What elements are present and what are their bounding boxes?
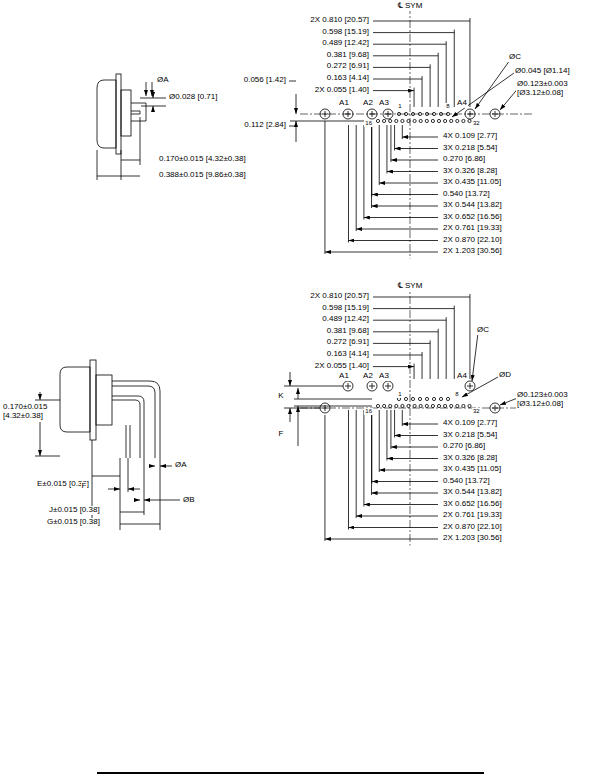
dimension-label: 3X 0.435 [11.05] [442, 178, 502, 187]
dimension-label: 0.540 [13.72] [442, 477, 491, 486]
dimension-label: 0.598 [15.19] [321, 304, 370, 313]
dimension-label: F [278, 430, 285, 439]
dimension-label: ØC [508, 53, 522, 62]
dimension-label: ØA [156, 76, 170, 85]
dimension-label: 0.540 [13.72] [442, 190, 491, 199]
dimension-label: 0.163 [4.14] [326, 350, 370, 359]
dimension-label: 3X 0.652 [16.56] [442, 213, 503, 222]
dimension-label: 16 [364, 120, 373, 127]
dimension-label: ℄ SYM [397, 2, 424, 11]
dimension-label: 0.388±0.015 [9.86±0.38] [158, 171, 247, 180]
dimension-label: A2 [362, 99, 374, 108]
dimension-label: Ø0.028 [0.71] [168, 93, 218, 102]
dimension-label: 32 [472, 408, 481, 415]
dimension-label: ØB [182, 496, 196, 505]
dimension-label: 0.056 [1.42] [243, 76, 287, 85]
dimension-label: 2X 0.055 [1.40] [314, 362, 370, 371]
dimension-label: G±0.015 [0.38] [46, 518, 101, 527]
dimension-label: J±0.015 [0.38] [48, 506, 101, 515]
dimension-label: 2X 1.203 [30.56] [442, 247, 503, 256]
dimension-label: ØA [174, 461, 188, 470]
dimension-label: 0.489 [12.42] [321, 315, 370, 324]
dimension-label: 4X 0.109 [2.77] [442, 419, 498, 428]
dimension-label: ℄ SYM [397, 282, 424, 291]
dimension-label: 2X 1.203 [30.56] [442, 534, 503, 543]
dimension-label: A4 [456, 372, 468, 381]
dimension-label: 8 [454, 391, 459, 398]
dimension-label: 0.272 [6.91] [326, 338, 370, 347]
dimension-label: 8 [445, 103, 450, 110]
dimension-label: Ø0.123±0.003 [Ø3.12±0.08] [516, 391, 588, 409]
dimension-label: A1 [338, 372, 350, 381]
dimension-label: 0.270 [6.86] [442, 155, 486, 164]
dimension-label: A1 [338, 99, 350, 108]
dimension-label: 0.272 [6.91] [326, 62, 370, 71]
dimension-label: 2X 0.055 [1.40] [314, 86, 370, 95]
dimension-label: Ø0.123±0.003 [Ø3.12±0.08] [516, 80, 588, 98]
dimension-label: 16 [364, 408, 373, 415]
dimension-label: A4 [456, 99, 468, 108]
dimension-label: 1 [397, 103, 402, 110]
dimension-label: 2X 0.810 [20.57] [309, 16, 370, 25]
dimension-label: 2X 0.870 [22.10] [442, 523, 503, 532]
dimension-label: 0.489 [12.42] [321, 39, 370, 48]
dimension-label: 3X 0.544 [13.82] [442, 201, 503, 210]
dimension-label: 2X 0.870 [22.10] [442, 236, 503, 245]
dimension-label: 3X 0.652 [16.56] [442, 500, 503, 509]
dimension-label: 0.170±0.015 [4.32±0.38] [2, 403, 38, 421]
dimension-label: 2X 0.810 [20.57] [309, 292, 370, 301]
dimension-label: 32 [472, 120, 481, 127]
dimension-label: 3X 0.218 [5.54] [442, 431, 498, 440]
dimension-label: 0.170±0.015 [4.32±0.38] [158, 155, 247, 164]
dimension-label: 0.112 [2.84] [243, 121, 287, 130]
dimension-label: ØD [498, 371, 512, 380]
dimension-label: 0.381 [9.68] [326, 327, 370, 336]
dimension-label: 3X 0.544 [13.82] [442, 488, 503, 497]
dimension-label: A2 [362, 372, 374, 381]
dimension-label: 3X 0.326 [8.28] [442, 167, 498, 176]
dimension-label: 2X 0.761 [19.33] [442, 224, 503, 233]
dimension-label: ØC [476, 326, 490, 335]
dimension-label: K [277, 392, 284, 401]
dimension-label: 3X 0.326 [8.28] [442, 454, 498, 463]
dimension-label: 3X 0.435 [11.05] [442, 465, 502, 474]
dimension-label: F [81, 482, 88, 491]
dimension-label: 0.163 [4.14] [326, 74, 370, 83]
dimension-label: A3 [378, 99, 390, 108]
dimension-label: 1 [397, 391, 402, 398]
dimension-label: 2X 0.761 [19.33] [442, 511, 503, 520]
dimension-label: Ø0.045 [Ø1.14] [514, 67, 571, 76]
dimension-label: 3X 0.218 [5.54] [442, 144, 498, 153]
dimension-label: 0.598 [15.19] [321, 28, 370, 37]
dimension-label: A3 [378, 372, 390, 381]
dimension-label: 0.270 [6.86] [442, 442, 486, 451]
dimension-label: 4X 0.109 [2.77] [442, 132, 498, 141]
dimension-label: 0.381 [9.68] [326, 51, 370, 60]
